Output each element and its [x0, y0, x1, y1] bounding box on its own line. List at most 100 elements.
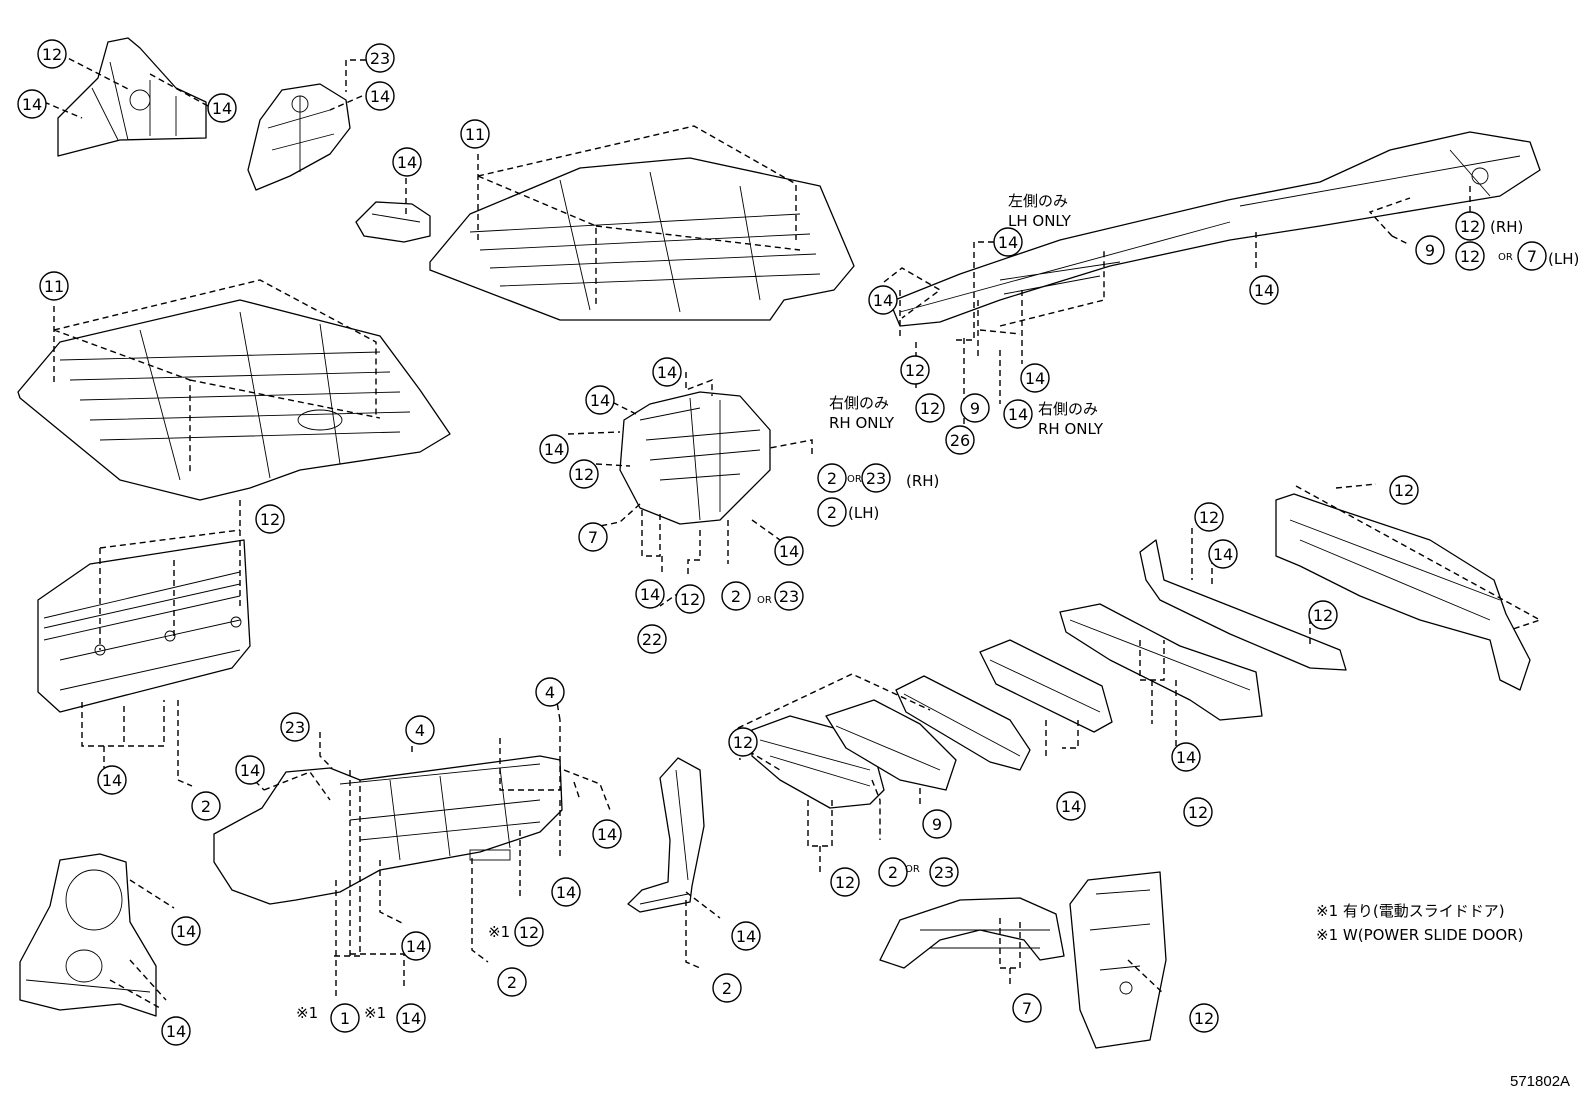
- rear-floor-pan: [213, 755, 563, 905]
- callout-circle: [1171, 742, 1201, 772]
- callout-number: 12: [260, 510, 280, 529]
- callout-number: 14: [212, 99, 232, 118]
- callout-circle: [405, 715, 435, 745]
- callout-circle: [1056, 791, 1086, 821]
- callout-number: 12: [1460, 217, 1480, 236]
- rh-label-7: (RH): [1490, 218, 1523, 236]
- callout-circle: [1189, 1003, 1219, 1033]
- callout-12: 12: [255, 504, 285, 534]
- small-bracket: [355, 201, 431, 243]
- callout-number: 14: [873, 291, 893, 310]
- callout-9: 9: [922, 809, 952, 839]
- callout-number: 12: [1460, 247, 1480, 266]
- callout-4: 4: [405, 715, 435, 745]
- callout-circle: [1003, 399, 1033, 429]
- callout-number: 14: [597, 825, 617, 844]
- callout-circle: [731, 921, 761, 951]
- callout-number: 12: [42, 45, 62, 64]
- mark-14: ※1: [364, 1004, 386, 1022]
- callout-number: 12: [1194, 1009, 1214, 1028]
- wheel-house-inner: [879, 897, 1065, 969]
- callout-circle: [330, 1003, 360, 1033]
- callout-14: 14: [1056, 791, 1086, 821]
- callout-circle: [161, 1016, 191, 1046]
- callout-circle: [868, 285, 898, 315]
- callout-11: 11: [39, 271, 69, 301]
- callout-number: 12: [920, 399, 940, 418]
- callout-number: 12: [905, 361, 925, 380]
- callout-circle: [922, 809, 952, 839]
- callout-circle: [817, 497, 847, 527]
- or-label-7-12: OR: [1498, 252, 1513, 263]
- callout-number: 2: [722, 979, 732, 998]
- callout-circle: [539, 434, 569, 464]
- callout-number: 11: [465, 125, 485, 144]
- callout-number: 12: [680, 590, 700, 609]
- callout-circle: [551, 877, 581, 907]
- callout-12: 12: [1183, 797, 1213, 827]
- callout-number: 4: [545, 683, 555, 702]
- callout-circle: [774, 536, 804, 566]
- callout-7: 7: [578, 522, 608, 552]
- lh-only-en-label: LH ONLY: [1008, 212, 1072, 230]
- callout-number: 14: [397, 153, 417, 172]
- callout-number: 4: [415, 721, 425, 740]
- callout-circle: [1020, 363, 1050, 393]
- crossmember-5: [1059, 603, 1263, 721]
- callout-23: 23: [929, 857, 959, 887]
- callout-2: 2: [497, 967, 527, 997]
- callout-circle: [235, 755, 265, 785]
- callout-number: 14: [1061, 797, 1081, 816]
- lh-label-2: (LH): [848, 504, 879, 522]
- callout-circle: [1455, 241, 1485, 271]
- callout-circle: [878, 857, 908, 887]
- callout-circle: [497, 967, 527, 997]
- callout-circle: [460, 119, 490, 149]
- callout-number: 14: [176, 922, 196, 941]
- callout-12: 12: [37, 39, 67, 69]
- callout-circle: [721, 581, 751, 611]
- callout-number: 14: [1254, 281, 1274, 300]
- callout-number: 14: [1176, 748, 1196, 767]
- callout-12: 12: [1389, 475, 1419, 505]
- callout-number: 22: [642, 630, 662, 649]
- callout-circle: [17, 89, 47, 119]
- crossmember-6: [1139, 539, 1347, 671]
- callout-number: 14: [1213, 545, 1233, 564]
- callout-12: 12: [1308, 600, 1338, 630]
- callout-14: 14: [652, 357, 682, 387]
- callout-14: 14: [17, 89, 47, 119]
- callout-circle: [993, 227, 1023, 257]
- front-pillar-upper: [57, 37, 207, 157]
- rh-only-en-label-2: RH ONLY: [1038, 420, 1104, 438]
- callout-number: 14: [657, 363, 677, 382]
- callout-number: 26: [950, 431, 970, 450]
- callout-7: 7: [1517, 241, 1547, 271]
- callout-circle: [728, 727, 758, 757]
- or-label-2-23-rh: OR: [847, 474, 862, 485]
- callout-number: 14: [1025, 369, 1045, 388]
- callout-number: 14: [640, 585, 660, 604]
- callout-14: 14: [1171, 742, 1201, 772]
- callout-circle: [514, 917, 544, 947]
- lh-only-jp-label: 左側のみ: [1008, 192, 1068, 210]
- rh-only-jp-label-2: 右側のみ: [1038, 400, 1098, 418]
- callout-circle: [635, 579, 665, 609]
- or-label-2-23-c: OR: [905, 864, 920, 875]
- callout-circle: [396, 1003, 426, 1033]
- callout-number: 7: [1022, 999, 1032, 1018]
- callout-circle: [97, 765, 127, 795]
- crossmember-3: [895, 675, 1031, 771]
- callout-circle: [39, 271, 69, 301]
- callout-14: 14: [365, 81, 395, 111]
- callout-circle: [1415, 235, 1445, 265]
- callout-number: 23: [285, 718, 305, 737]
- callout-number: 14: [370, 87, 390, 106]
- callout-23: 23: [861, 463, 891, 493]
- callout-23: 23: [774, 581, 804, 611]
- callout-circle: [592, 819, 622, 849]
- callout-14: 14: [774, 536, 804, 566]
- callout-14: 14: [731, 921, 761, 951]
- callout-23: 23: [280, 712, 310, 742]
- callout-number: 9: [932, 815, 942, 834]
